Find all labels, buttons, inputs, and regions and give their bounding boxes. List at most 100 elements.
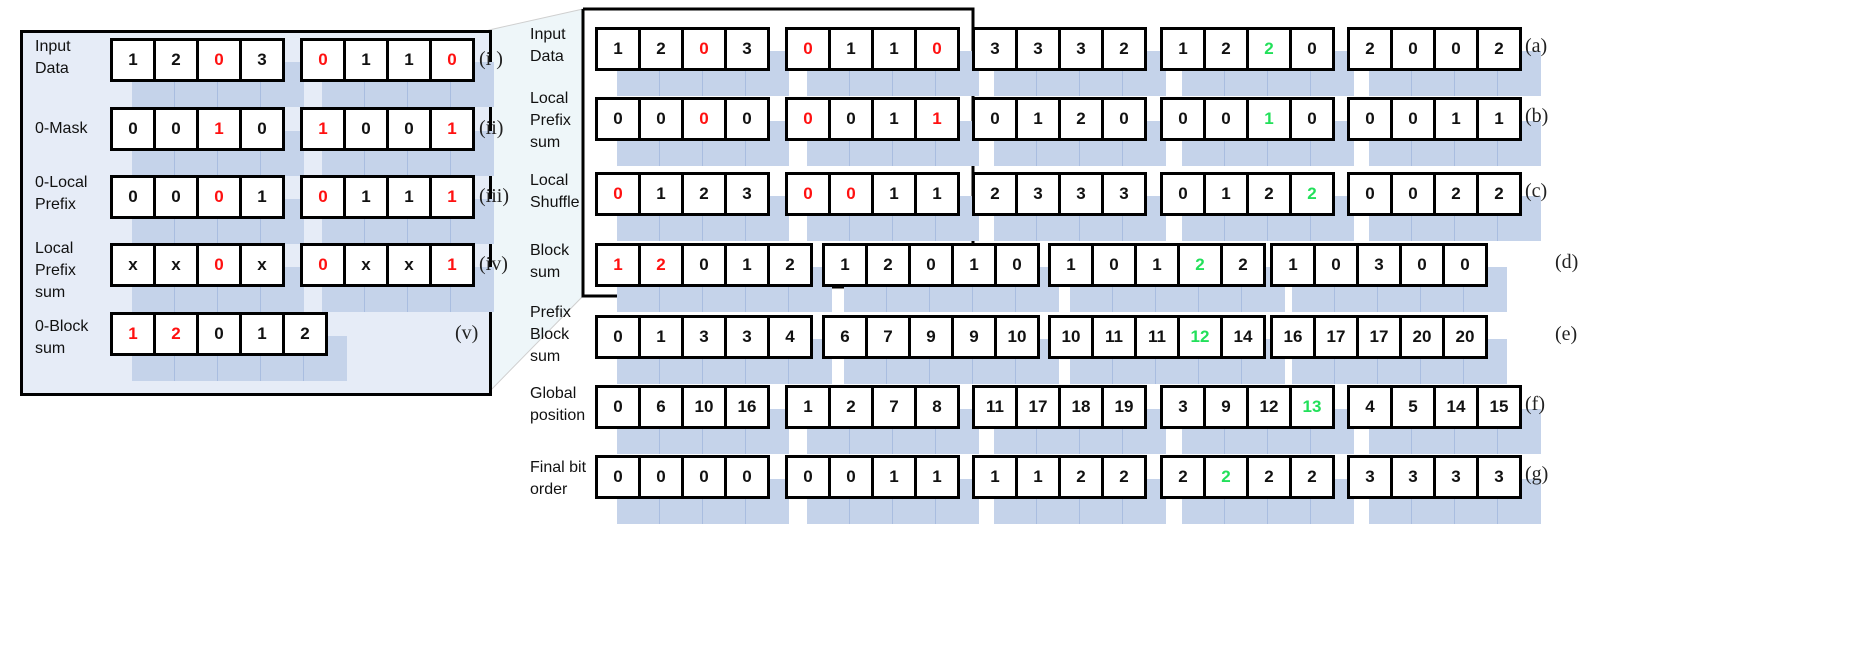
shadow-cell xyxy=(807,409,850,454)
array-cell: 17 xyxy=(1018,388,1061,426)
array-cell: 1 xyxy=(1051,246,1094,284)
shadow-cell xyxy=(132,336,175,381)
shadow-cell xyxy=(1113,267,1156,312)
shadow-cell xyxy=(1080,479,1123,524)
array-cell: 2 xyxy=(156,315,199,353)
shadow-cell xyxy=(660,479,703,524)
shadow-cell xyxy=(1412,409,1455,454)
array-cell: x xyxy=(113,246,156,284)
array-cell: 1 xyxy=(874,100,917,138)
shadow-cell xyxy=(218,336,261,381)
shadow-cell xyxy=(1292,267,1335,312)
array-cell: 0 xyxy=(598,318,641,356)
shadow-cell xyxy=(1225,196,1268,241)
array-cell: 2 xyxy=(1119,467,1129,486)
array-cell: 7 xyxy=(868,318,911,356)
array-cell: 1 xyxy=(389,178,432,216)
array-cell: 1 xyxy=(346,178,389,216)
array-cell: 1 xyxy=(1206,175,1249,213)
array-cell: 2 xyxy=(1163,458,1206,496)
row-label: Input Data xyxy=(35,38,71,77)
shadow-cell xyxy=(1225,121,1268,166)
shadow-cell xyxy=(844,339,887,384)
shadow-cell xyxy=(322,267,365,312)
array-cell: 2 xyxy=(1061,100,1104,138)
array-cell: 2 xyxy=(1249,30,1292,68)
array-cell: 0 xyxy=(1012,255,1022,274)
array-cell: 3 xyxy=(1359,246,1402,284)
shadow-cell xyxy=(1156,267,1199,312)
array-cell: 0 xyxy=(1163,175,1206,213)
shadow-cell xyxy=(1182,121,1225,166)
array-cell: 9 xyxy=(1206,388,1249,426)
shadow-cell xyxy=(1225,479,1268,524)
array-cell: 0 xyxy=(303,41,346,79)
array-cell: 1 xyxy=(389,41,432,79)
array-cell: 1 xyxy=(874,175,917,213)
shadow-cell xyxy=(132,62,175,107)
array-cell: 3 xyxy=(684,318,727,356)
shadow-cell xyxy=(973,339,1016,384)
array-cell: 18 xyxy=(1061,388,1104,426)
shadow-cell xyxy=(703,479,746,524)
array-cell: 0 xyxy=(1350,100,1393,138)
array-cell: 0 xyxy=(598,388,641,426)
array-cell: 3 xyxy=(1061,30,1104,68)
shadow-cell xyxy=(1412,51,1455,96)
shadow-cell xyxy=(1182,409,1225,454)
array-cell: 0 xyxy=(684,100,727,138)
shadow-cell xyxy=(994,196,1037,241)
array-cell: 2 xyxy=(1249,175,1292,213)
array-cell: 0 xyxy=(257,119,267,138)
row-label: 0-Local Prefix xyxy=(35,174,88,213)
shadow-cell xyxy=(408,199,451,244)
shadow-cell xyxy=(1369,51,1412,96)
shadow-cell xyxy=(1369,479,1412,524)
array-cell: 3 xyxy=(1393,458,1436,496)
array-cell: 3 xyxy=(1018,175,1061,213)
array-cell: 1 xyxy=(1018,100,1061,138)
shadow-cell xyxy=(322,131,365,176)
shadow-cell xyxy=(887,339,930,384)
row-tag: (i ) xyxy=(479,48,503,70)
shadow-cell xyxy=(617,339,660,384)
row-tag: (c) xyxy=(1525,180,1548,202)
shadow-cell xyxy=(1037,121,1080,166)
array-cell: 1 xyxy=(954,246,997,284)
array-cell: 1 xyxy=(1273,246,1316,284)
shadow-cell xyxy=(408,62,451,107)
array-cell: 3 xyxy=(975,30,1018,68)
array-cell: 3 xyxy=(727,318,770,356)
array-cell: 1 xyxy=(788,388,831,426)
row-tag: (v) xyxy=(455,322,479,344)
array-cell: 1 xyxy=(932,184,942,203)
shadow-cell xyxy=(1268,196,1311,241)
shadow-cell xyxy=(175,199,218,244)
array-cell: 3 xyxy=(1018,30,1061,68)
array-cell: 14 xyxy=(1436,388,1479,426)
array-cell: 2 xyxy=(785,255,795,274)
array-cell: 11 xyxy=(1094,318,1137,356)
array-cell: 0 xyxy=(911,246,954,284)
array-cell: 0 xyxy=(346,110,389,148)
shadow-cell xyxy=(218,131,261,176)
array-cell: 2 xyxy=(1119,39,1129,58)
shadow-cell xyxy=(322,199,365,244)
shadow-cell xyxy=(1369,196,1412,241)
array-cell: 10 xyxy=(1007,327,1027,346)
shadow-cell xyxy=(1455,121,1498,166)
array-cell: 1 xyxy=(1137,246,1180,284)
array-cell: 12 xyxy=(1249,388,1292,426)
array-cell: 6 xyxy=(641,388,684,426)
row-tag: (f) xyxy=(1525,393,1545,415)
